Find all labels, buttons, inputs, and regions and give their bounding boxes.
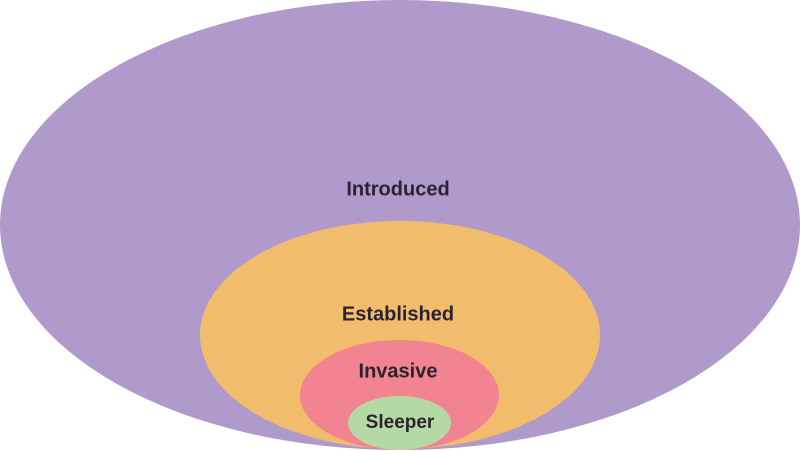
introduced-label: Introduced	[346, 178, 449, 200]
invasive-label: Invasive	[359, 360, 438, 382]
established-ellipse	[200, 221, 600, 449]
established-label: Established	[342, 303, 454, 325]
sleeper-ellipse	[348, 396, 451, 450]
sleeper-label: Sleeper	[366, 412, 435, 433]
